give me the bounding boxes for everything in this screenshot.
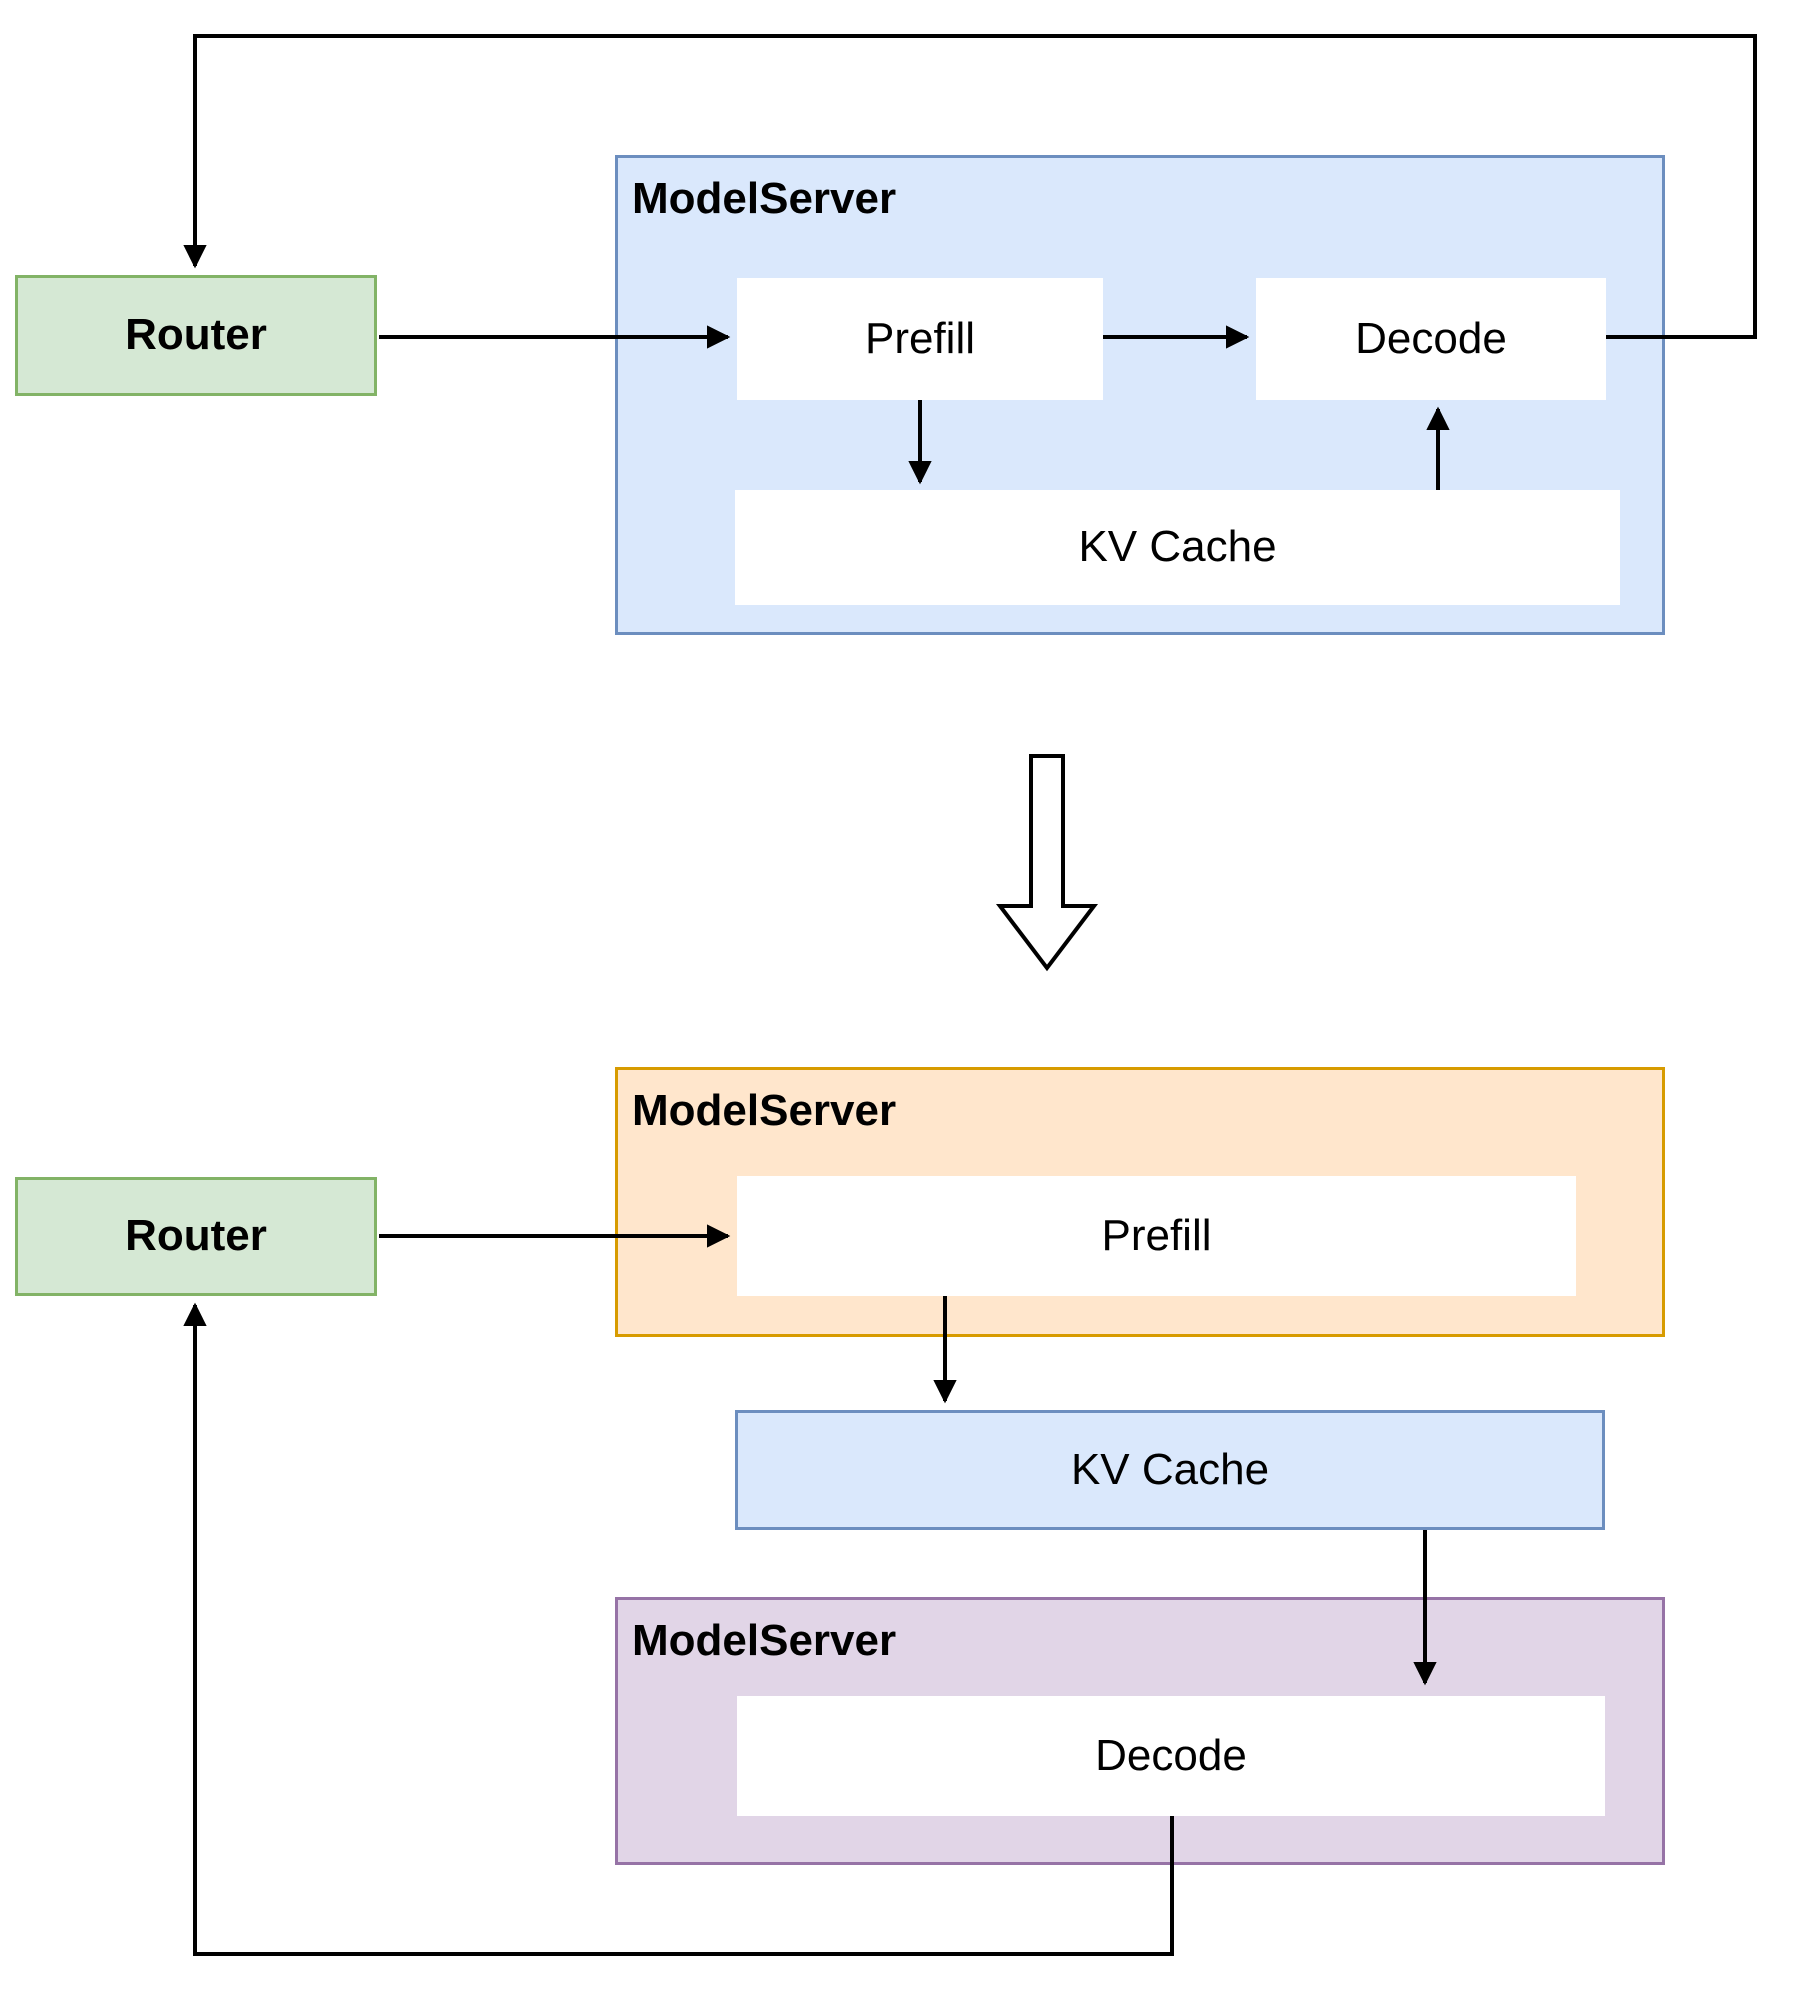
decode-node-top: Decode [1256,278,1606,400]
modelserver-title-decode: ModelServer [632,1616,897,1665]
router-node-bottom: Router [15,1177,377,1296]
decode-node-bottom: Decode [737,1696,1605,1816]
decode-label-top: Decode [1355,313,1507,363]
kv-cache-label-bottom: KV Cache [1070,1444,1270,1494]
decode-label-bottom: Decode [1095,1730,1247,1780]
kv-cache-node-bottom: KV Cache [735,1410,1605,1530]
prefill-label-top: Prefill [864,313,976,363]
prefill-node-top: Prefill [737,278,1103,400]
big-down-arrow-icon [995,754,1099,972]
prefill-label-bottom: Prefill [1101,1210,1212,1260]
modelserver-title-prefill: ModelServer [632,1086,897,1135]
router-label-top: Router [125,310,267,360]
kv-cache-node-top: KV Cache [735,490,1620,605]
kv-cache-label-top: KV Cache [1078,522,1277,572]
router-label-bottom: Router [125,1211,267,1261]
modelserver-title-top: ModelServer [632,174,897,223]
router-node-top: Router [15,275,377,396]
prefill-node-bottom: Prefill [737,1176,1576,1296]
